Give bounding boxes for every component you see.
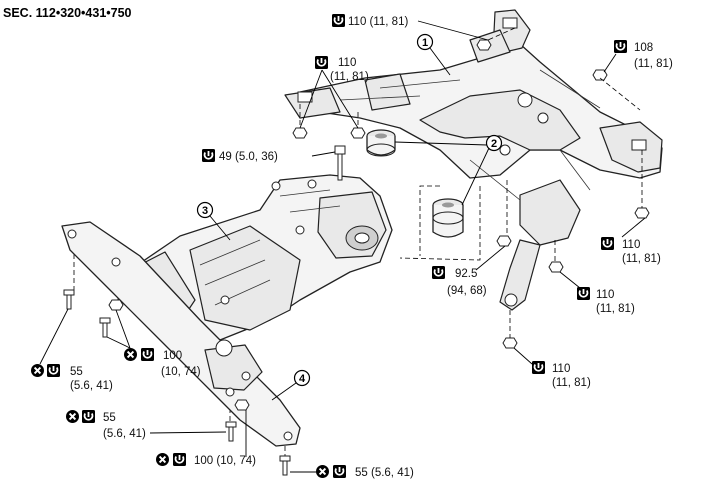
- torque-spec-bottom-right: 110 (11, 81): [513, 347, 591, 389]
- torque-wrench-icon: [331, 13, 346, 28]
- torque-value: 108: [634, 42, 653, 54]
- member-bolts: [63, 289, 291, 476]
- torque-wrench-icon: [531, 360, 546, 375]
- torque-wrench-icon: [46, 363, 61, 378]
- torque-value: 110: [622, 239, 640, 251]
- callout-3: 3: [196, 201, 231, 241]
- torque-value-unit: (5.6, 41): [103, 428, 146, 440]
- callout-1: 1: [416, 33, 451, 76]
- torque-spec-92: 92.5 (94, 68): [431, 245, 506, 297]
- torque-wrench-icon: [332, 464, 347, 479]
- do-not-reuse-icon: [30, 363, 45, 378]
- callout-1-label: 1: [422, 37, 428, 49]
- torque-spec-right: 110 (11, 81): [600, 217, 661, 265]
- suspension-member: [284, 9, 663, 246]
- torque-spec-55-left: 55 (5.6, 41): [30, 308, 113, 392]
- section-code: SEC. 112•320•431•750: [3, 6, 132, 20]
- torque-spec-upper-left: 110 (11, 81): [299, 55, 369, 129]
- torque-wrench-icon: [81, 409, 96, 424]
- torque-value-unit: (11, 81): [330, 71, 369, 83]
- torque-spec-top: 110 (11, 81): [331, 13, 489, 41]
- torque-spec-55-mid: 55 (5.6, 41): [65, 409, 227, 440]
- torque-spec-108: 108 (11, 81): [603, 39, 673, 73]
- torque-value-unit: (11, 81): [596, 303, 635, 315]
- transmission: [129, 174, 393, 341]
- transmission-member: [61, 221, 301, 447]
- callout-2-label: 2: [491, 138, 497, 150]
- torque-value-unit: (11, 81): [622, 253, 661, 265]
- torque-spec-55-bottom: 55 (5.6, 41): [290, 464, 414, 479]
- torque-value: 49 (5.0, 36): [219, 151, 278, 163]
- torque-value: 110: [338, 57, 356, 69]
- do-not-reuse-icon: [65, 409, 80, 424]
- torque-wrench-icon: [431, 265, 446, 280]
- torque-value-unit: (11, 81): [552, 377, 591, 389]
- mounting-bushing-lower: [432, 198, 464, 238]
- callout-2: 2: [394, 134, 503, 206]
- torque-spec-100-bottom: 100 (10, 74): [155, 410, 256, 467]
- torque-wrench-icon: [201, 148, 216, 163]
- torque-value-unit: (5.6, 41): [70, 380, 113, 392]
- torque-value-unit: (11, 81): [634, 58, 673, 70]
- torque-value: 110: [552, 363, 570, 375]
- torque-spec-49: 49 (5.0, 36): [201, 148, 336, 163]
- callout-4: 4: [271, 369, 311, 401]
- torque-value: 100: [163, 350, 182, 362]
- torque-value-unit: (10, 74): [161, 366, 201, 378]
- do-not-reuse-icon: [155, 452, 170, 467]
- torque-value: 110 (11, 81): [348, 16, 408, 28]
- torque-wrench-icon: [172, 452, 187, 467]
- torque-spec-mid-right: 110 (11, 81): [559, 271, 635, 315]
- torque-value: 55 (5.6, 41): [355, 467, 414, 479]
- torque-value: 100 (10, 74): [194, 455, 256, 467]
- mounting-bushing-upper: [366, 129, 396, 157]
- torque-value: 55: [103, 412, 116, 424]
- torque-spec-100-left: 100 (10, 74): [106, 309, 201, 378]
- torque-wrench-icon: [613, 39, 628, 54]
- torque-wrench-icon: [140, 347, 155, 362]
- do-not-reuse-icon: [123, 347, 138, 362]
- torque-value: 55: [70, 366, 83, 378]
- torque-wrench-icon: [600, 236, 615, 251]
- torque-value: 110: [596, 289, 614, 301]
- callout-4-label: 4: [299, 373, 306, 385]
- torque-value: 92.5: [455, 268, 477, 280]
- lower-link: [499, 239, 541, 311]
- transmission-mount-bolt: [334, 145, 346, 181]
- torque-wrench-icon: [314, 55, 329, 70]
- torque-value-unit: (94, 68): [447, 285, 487, 297]
- callout-3-label: 3: [202, 205, 208, 217]
- torque-wrench-icon: [576, 286, 591, 301]
- do-not-reuse-icon: [315, 464, 330, 479]
